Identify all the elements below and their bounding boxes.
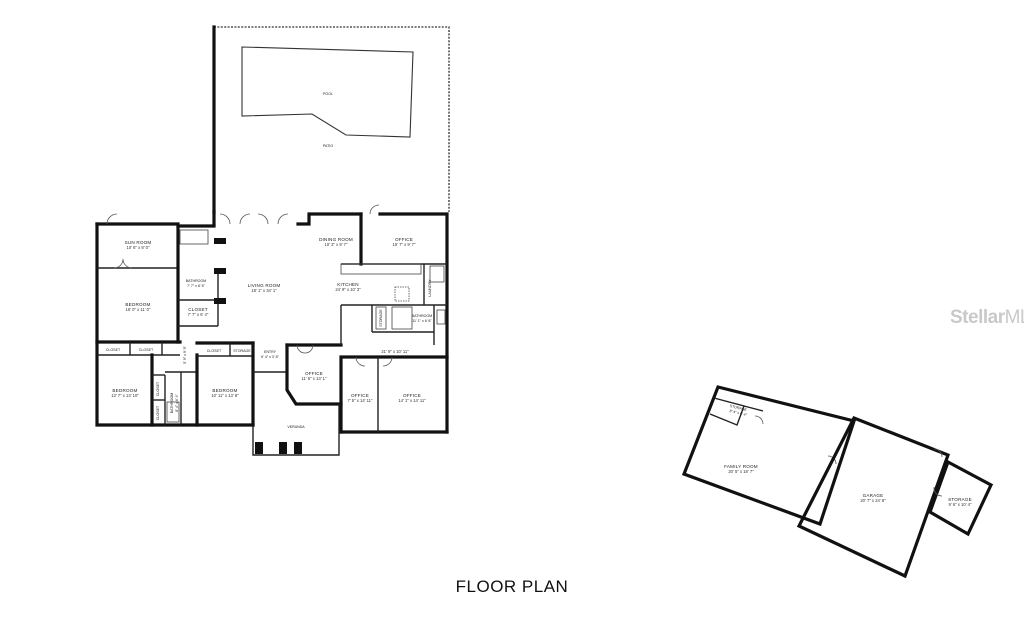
patio-label: PATIO xyxy=(323,144,333,148)
bathroom-2-label: BATHROOM xyxy=(412,314,433,318)
bedroom-1-dim: 16' 0" x 11' 0" xyxy=(126,307,151,312)
main-house-doors xyxy=(106,204,446,423)
veranda: VERANDA xyxy=(252,404,340,456)
watermark-brand: Stellar xyxy=(950,307,1005,328)
floor-plan-caption: FLOOR PLAN xyxy=(455,577,569,596)
pool-label: POOL xyxy=(323,92,333,96)
watermark-suffix: MLS xyxy=(1004,307,1024,328)
dining-room-dim: 10' 3" x 9' 7" xyxy=(325,242,348,247)
bedroom-3-dim: 10' 11" x 13' 8" xyxy=(211,393,239,398)
sun-room-label: SUN ROOM xyxy=(125,240,152,245)
office-4-dim: 14' 1" x 14' 11" xyxy=(398,398,426,403)
sun-room-dim: 10' 6" x 8' 0" xyxy=(127,245,150,250)
living-room-label: LIVING ROOM xyxy=(248,283,281,288)
closet-e-label: CLOSET xyxy=(156,405,160,420)
garage-label: GARAGE xyxy=(863,493,884,498)
office-3-label: OFFICE xyxy=(351,393,369,398)
closet-c-label: CLOSET xyxy=(207,349,222,353)
dining-room-label: DINING ROOM xyxy=(319,237,353,242)
outbuilding-storage-label: STORAGE xyxy=(729,404,748,412)
closet-a-label: CLOSET xyxy=(106,348,121,352)
closet-1-label: CLOSET xyxy=(188,307,208,312)
hall-2-dim: 5' 9" x 9' 9" xyxy=(183,345,187,363)
outbuilding: STORAGE 8' 4" x 6' 4" FAMILY ROOM 20' 5"… xyxy=(681,385,994,579)
bathroom-1-label: BATHROOM xyxy=(186,279,207,283)
structural-posts xyxy=(214,238,302,454)
entry-label: ENTRY xyxy=(264,350,277,354)
kitchen-dim: 24' 9" x 10' 3" xyxy=(335,287,361,292)
office-3-dim: 7' 5" x 14' 11" xyxy=(348,398,373,403)
hall-dim: 21' 9" x 10' 11" xyxy=(381,349,409,354)
bedroom-2-label: BEDROOM xyxy=(112,388,137,393)
family-room-dim: 20' 5" x 18' 7" xyxy=(728,469,754,474)
office-2-dim: 11' 6" x 13' 1" xyxy=(302,376,327,381)
watermark: StellarMLS xyxy=(950,307,1024,329)
bathroom-1-dim: 7' 7" x 8' 6" xyxy=(187,284,205,288)
outbuilding-storage-dim: 8' 4" x 6' 4" xyxy=(729,409,748,417)
outbuilding-storage-2-label: STORAGE xyxy=(948,497,972,502)
veranda-label: VERANDA xyxy=(287,425,305,429)
bedroom-1-label: BEDROOM xyxy=(125,302,150,307)
bedroom-2-dim: 13' 7" x 13' 10" xyxy=(111,393,139,398)
closet-1-dim: 7' 7" x 6' 4" xyxy=(188,312,209,317)
office-2-label: OFFICE xyxy=(305,371,323,376)
pool xyxy=(241,46,414,138)
main-house-labels: SUN ROOM 10' 6" x 8' 0" BEDROOM 16' 0" x… xyxy=(106,237,433,420)
entry-dim: 6' 4" x 3' 8" xyxy=(261,355,279,359)
laundry-label: LAUNDRY xyxy=(428,279,432,297)
storage-1-label: STORAGE xyxy=(379,309,383,327)
living-room-dim: 18' 1" x 34' 1" xyxy=(251,288,277,293)
closet-b-label: CLOSET xyxy=(139,348,154,352)
office-4-label: OFFICE xyxy=(403,393,421,398)
kitchen-label: KITCHEN xyxy=(337,282,359,287)
garage-dim: 20' 7" x 24' 8" xyxy=(860,498,886,503)
main-house-walls xyxy=(95,210,449,434)
bathroom-3-label: BATHROOM xyxy=(170,393,174,414)
bathroom-2-dim: 11' 1" x 6' 8" xyxy=(412,319,432,323)
office-1-dim: 15' 7" x 9' 7" xyxy=(393,242,416,247)
closet-d-label: CLOSET xyxy=(156,381,160,396)
pool-enclosure: POOL PATIO xyxy=(212,25,450,214)
bedroom-3-label: BEDROOM xyxy=(212,388,237,393)
bathroom-3-dim: 8' 4" x 6' 4" xyxy=(175,393,179,411)
office-1-label: OFFICE xyxy=(395,237,413,242)
storage-2-label: STORAGE xyxy=(233,349,251,353)
outbuilding-storage-2-dim: 9' 6" x 10' 4" xyxy=(949,502,972,507)
family-room-label: FAMILY ROOM xyxy=(724,464,758,469)
